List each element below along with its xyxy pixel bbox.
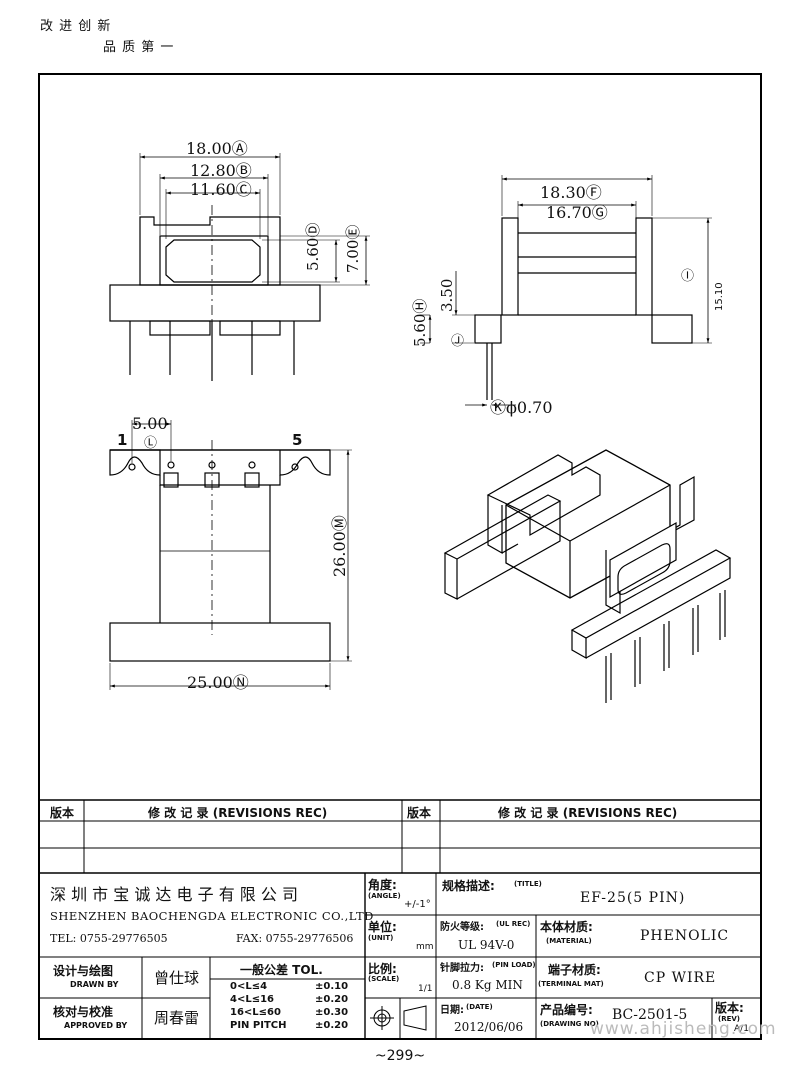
drawing-no-sub: (DRAWING NO) bbox=[540, 1020, 599, 1028]
top-view bbox=[109, 420, 352, 690]
company-name-en: SHENZHEN BAOCHENGDA ELECTRONIC CO.,LTD bbox=[50, 909, 374, 923]
company-name-cn: 深 圳 市 宝 诚 达 电 子 有 限 公 司 bbox=[50, 885, 298, 904]
unit-label: 单位: bbox=[368, 920, 397, 934]
material-label: 本体材质: bbox=[540, 920, 593, 934]
title-value: EF-25(5 PIN) bbox=[580, 890, 686, 906]
pin-1-label: 1 bbox=[117, 431, 128, 449]
designer-name: 曾仕球 bbox=[154, 969, 200, 987]
designer-label: 设计与绘图 bbox=[53, 964, 114, 978]
material-value: PHENOLIC bbox=[640, 928, 730, 944]
scale-label: 比例: bbox=[368, 962, 397, 976]
rev-right-version-header: 版本 bbox=[407, 806, 432, 820]
date-label: 日期: bbox=[440, 1005, 464, 1016]
material-sub: (MATERIAL) bbox=[546, 937, 592, 945]
isometric-view bbox=[443, 449, 732, 703]
rev-left-version-header: 版本 bbox=[50, 806, 75, 820]
rev-label: 版本: bbox=[715, 1001, 744, 1015]
dim-pin-diameter-label: Ⓚϕ0.70 bbox=[490, 398, 553, 417]
dim-pin-pitch-label: 5.00 bbox=[132, 414, 168, 433]
rev-value: A/1 bbox=[734, 1024, 749, 1034]
page-number: ~299~ bbox=[374, 1048, 426, 1064]
approver-label: 核对与校准 bbox=[53, 1005, 114, 1019]
dim-5-60-h-label: 5.60Ⓗ bbox=[411, 298, 429, 347]
tolerance-title: 一般公差 TOL. bbox=[240, 963, 323, 977]
terminal-label: 端子材质: bbox=[548, 963, 601, 977]
dim-3-50-label: 3.50 bbox=[438, 278, 456, 312]
slogan-line-1: 改 进 创 新 bbox=[40, 19, 112, 34]
rev-sub: (REV) bbox=[718, 1015, 740, 1023]
dim-12-80-label: 12.80Ⓑ bbox=[190, 161, 252, 180]
angle-sub: (ANGLE) bbox=[368, 892, 401, 900]
rev-right-record-header: 修 改 记 录 (REVISIONS REC) bbox=[498, 806, 678, 820]
scale-sub: (SCALE) bbox=[368, 975, 400, 983]
tolerance-range: 0<L≤4 bbox=[230, 981, 268, 992]
scale-value: 1/1 bbox=[418, 984, 433, 994]
tolerance-value: ±0.30 bbox=[315, 1007, 349, 1018]
dim-5-60-label: 5.60Ⓓ bbox=[304, 222, 322, 271]
side-base-j-label: Ⓙ bbox=[451, 334, 465, 349]
dim-26-00-label: 26.00Ⓜ bbox=[330, 515, 349, 577]
tolerance-value: ±0.20 bbox=[315, 994, 349, 1005]
terminal-sub: (TERMINAL MAT) bbox=[538, 980, 604, 988]
drawing-no-label: 产品编号: bbox=[540, 1003, 593, 1017]
rev-left-record-header: 修 改 记 录 (REVISIONS REC) bbox=[148, 806, 328, 820]
dim-18-00-label: 18.00Ⓐ bbox=[186, 139, 248, 158]
watermark: www.ahjisheng.com bbox=[590, 1019, 777, 1039]
tolerance-range: PIN PITCH bbox=[230, 1020, 287, 1031]
tolerance-range: 16<L≤60 bbox=[230, 1007, 281, 1018]
pin-5-label: 5 bbox=[292, 431, 303, 449]
slogan-line-2: 品 质 第 一 bbox=[103, 40, 175, 55]
dim-11-60-label: 11.60Ⓒ bbox=[190, 180, 252, 199]
date-value: 2012/06/06 bbox=[454, 1020, 524, 1034]
date-sub: (DATE) bbox=[466, 1003, 493, 1011]
tolerance-value: ±0.10 bbox=[315, 981, 349, 992]
pin-pitch-tag: Ⓛ bbox=[144, 436, 158, 451]
dim-16-70-label: 16.70Ⓖ bbox=[546, 203, 608, 222]
angle-label: 角度: bbox=[368, 878, 397, 892]
pin-load-value: 0.8 Kg MIN bbox=[452, 978, 523, 992]
dim-15-10-label: 15.10 bbox=[714, 282, 725, 311]
ul-label: 防火等级: bbox=[440, 922, 484, 933]
pin-load-label: 针脚拉力: bbox=[440, 963, 484, 974]
approver-name: 周春雷 bbox=[154, 1009, 200, 1027]
technical-drawing bbox=[40, 153, 760, 1038]
title-label: 规格描述: bbox=[442, 879, 495, 893]
tolerance-range: 4<L≤16 bbox=[230, 994, 275, 1005]
dim-7-00-label: 7.00Ⓔ bbox=[344, 224, 362, 273]
tolerance-value: ±0.20 bbox=[315, 1020, 349, 1031]
angle-value: +/-1° bbox=[404, 899, 431, 910]
designer-sub: DRAWN BY bbox=[70, 980, 119, 989]
ul-sub: (UL REC) bbox=[496, 920, 531, 928]
unit-value: mm bbox=[416, 942, 434, 952]
company-tel: TEL: 0755-29776505 bbox=[50, 932, 168, 945]
title-sub: (TITLE) bbox=[514, 880, 542, 888]
pin-load-sub: (PIN LOAD) bbox=[492, 961, 536, 969]
front-view bbox=[109, 153, 370, 381]
dim-18-30-label: 18.30Ⓕ bbox=[540, 183, 602, 202]
title-block-grid bbox=[40, 799, 760, 1038]
drawing-frame: 18.00Ⓐ 12.80Ⓑ 11.60Ⓒ 5.60Ⓓ 7.00Ⓔ 18.30Ⓕ … bbox=[38, 73, 762, 1040]
side-view bbox=[420, 175, 712, 407]
terminal-value: CP WIRE bbox=[644, 970, 717, 986]
ul-value: UL 94V-0 bbox=[458, 938, 515, 952]
side-height-i-label: Ⓘ bbox=[681, 269, 695, 284]
approver-sub: APPROVED BY bbox=[64, 1021, 128, 1030]
company-fax: FAX: 0755-29776506 bbox=[236, 932, 354, 945]
drawing-no-value: BC-2501-5 bbox=[612, 1007, 688, 1023]
unit-sub: (UNIT) bbox=[368, 934, 394, 942]
dim-25-00-label: 25.00Ⓝ bbox=[187, 673, 249, 692]
